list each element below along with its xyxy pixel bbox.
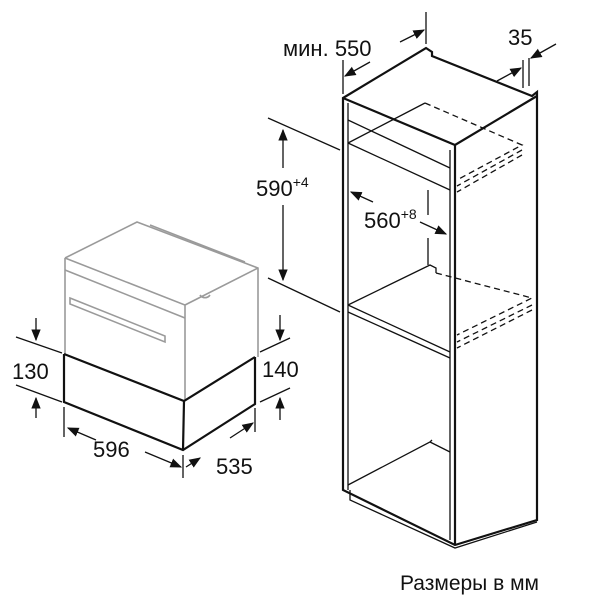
cabinet-dimensions — [267, 12, 557, 313]
label-drawer-front-height: 130 — [12, 359, 49, 384]
label-niche-height: 590+4 — [256, 174, 309, 201]
label-niche-width: 560+8 — [364, 206, 417, 233]
tall-cabinet — [341, 46, 539, 549]
drawer-dimensions — [15, 315, 291, 478]
label-rear-gap: 35 — [508, 25, 532, 50]
label-drawer-width: 596 — [93, 437, 130, 462]
label-drawer-side-height: 140 — [262, 357, 299, 382]
caption: Размеры в мм — [400, 572, 539, 595]
warming-drawer — [62, 352, 257, 452]
label-drawer-depth: 535 — [216, 454, 253, 479]
label-niche-depth: мин. 550 — [283, 36, 372, 61]
oven-outline — [64, 221, 259, 400]
